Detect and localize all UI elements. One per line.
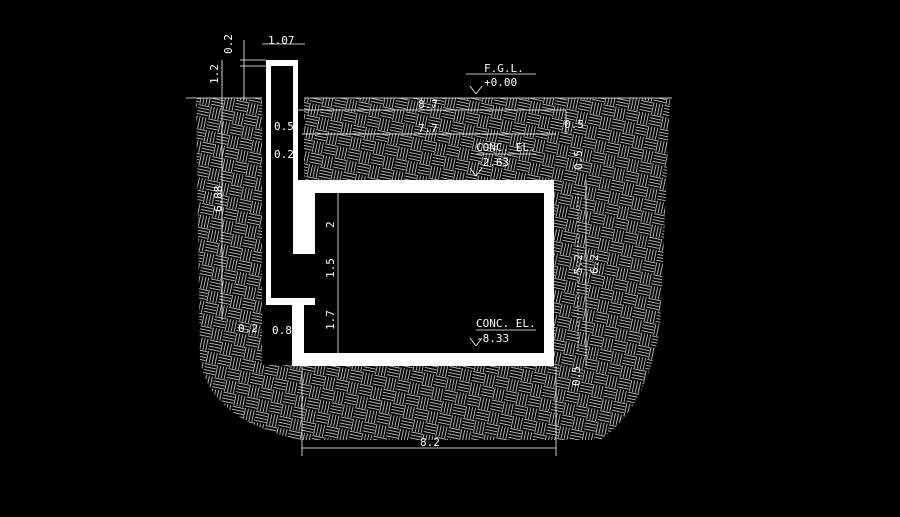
dim-chamber-height-inner: 5.2 — [572, 254, 585, 274]
dim-bottom-slab-thk: 0.5 — [570, 366, 583, 386]
dim-segment-opening: 1.5 — [324, 258, 337, 278]
bottom-slab-value: -8.33 — [476, 332, 509, 345]
shaft-interior — [271, 66, 293, 298]
dimension-lines — [221, 40, 587, 456]
left-wall-lower-void — [304, 305, 315, 353]
dim-cover-left: 0.5 — [274, 120, 294, 133]
fgl-value: +0.00 — [484, 76, 517, 89]
dim-base-projection: 0.8 — [272, 324, 292, 337]
dim-overall-depth-left: 6.88 — [212, 186, 225, 213]
dim-base-offset-left: 0.2 — [238, 322, 258, 335]
fgl-label: F.G.L. — [484, 62, 524, 75]
dim-right-offset: 0.5 — [564, 118, 584, 131]
dim-segment-upper: 2 — [324, 221, 337, 228]
dim-wall-left: 0.2 — [274, 148, 294, 161]
dim-overall-width-top: 8.7 — [418, 98, 438, 111]
chamber-interior — [315, 193, 544, 353]
dim-top-slab-thk: 0.5 — [572, 150, 585, 170]
top-slab-label: CONC. EL. — [476, 141, 536, 154]
dim-shaft-width: 1.07 — [268, 34, 295, 47]
dim-shaft-wall: 0.2 — [222, 34, 235, 54]
opening-void — [293, 254, 315, 298]
dim-segment-lower: 1.7 — [324, 310, 337, 330]
dim-inner-width-top: 7.7 — [418, 122, 438, 135]
top-slab-value: -2.63 — [476, 156, 509, 169]
dim-base-width: 8.2 — [420, 436, 440, 449]
dim-chamber-height-outer: 6.2 — [588, 254, 601, 274]
bottom-slab-label: CONC. EL. — [476, 317, 536, 330]
dim-shaft-above-ground: 1.2 — [208, 64, 221, 84]
